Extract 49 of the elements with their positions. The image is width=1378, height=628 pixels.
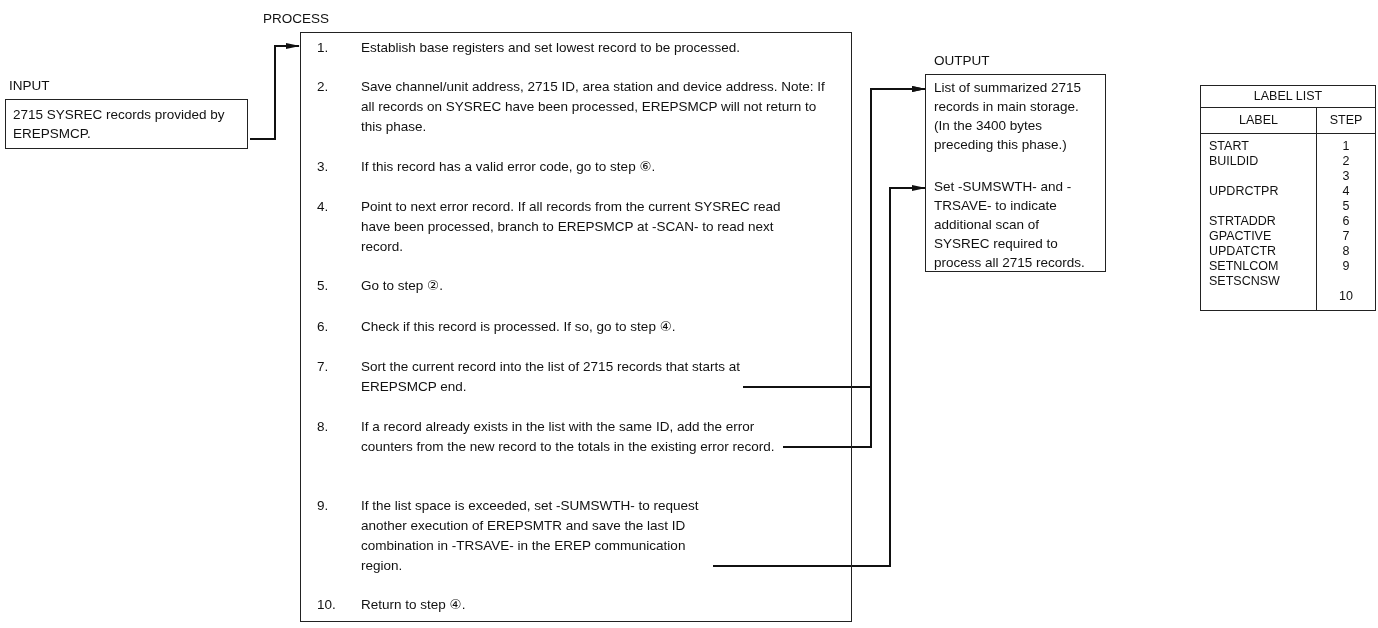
table-cell: 10	[1339, 289, 1353, 304]
column-header: STEP	[1329, 113, 1363, 128]
table-title: LABEL LIST	[1253, 89, 1323, 104]
output-text: List of summarized 2715 records in main storage. (In the 3400 bytes preceding this phase.)	[926, 75, 1105, 157]
step-text: Establish base registers and set lowest record to be processed.	[361, 39, 741, 57]
table-cell: 8	[1342, 244, 1350, 259]
table-cell: GPACTIVE	[1209, 229, 1272, 244]
table-cell: SETSCNSW	[1209, 274, 1280, 289]
step-text: If a record already exists in the list with the same ID, add the error counters from the new record to the totals in the existing error record.	[361, 418, 776, 456]
step-text: If the list space is exceeded, set -SUMSWTH- to request another execution of EREPSMTR and save the last ID combination in -TRSAVE- in the EREP communication region.	[361, 497, 700, 575]
step-number: 1.	[317, 39, 330, 57]
table-cell: UPDATCTR	[1209, 244, 1277, 259]
step-number: 9.	[317, 497, 330, 515]
table-cell: SETNLCOM	[1209, 259, 1279, 274]
box-heading: OUTPUT	[934, 53, 990, 68]
step-number: 7.	[317, 358, 330, 376]
arrow	[712, 185, 926, 567]
step-number: 10.	[317, 596, 337, 614]
step-text: Point to next error record. If all records from the current SYSREC read have been processed, branch to EREPSMCP at -SCAN- to read next record.	[361, 198, 782, 256]
step-text: If this record has a valid error code, go to step ⑥.	[361, 158, 657, 176]
step-number: 2.	[317, 78, 330, 96]
column-header: LABEL	[1239, 113, 1278, 128]
step-number: 4.	[317, 198, 330, 216]
step-text: Save channel/unit address, 2715 ID, area station and device address. Note: If all records on SYSREC have been processed, EREPSMCP will not return to this phase.	[361, 78, 826, 136]
box-text: 2715 SYSREC records provided by EREPSMCP.	[12, 106, 226, 143]
table-cell: BUILDID	[1209, 154, 1259, 169]
step-text: Sort the current record into the list of 2715 records that starts at EREPSMCP end.	[361, 358, 741, 396]
output-text: Set -SUMSWTH- and -TRSAVE- to indicate additional scan of SYSREC required to process all 2715 records.	[926, 174, 1105, 275]
table-cell: 7	[1342, 229, 1350, 244]
table-cell: 5	[1342, 199, 1350, 214]
step-number: 5.	[317, 277, 330, 295]
table-cell: UPDRCTPR	[1209, 184, 1279, 199]
step-number: 6.	[317, 318, 330, 336]
arrow	[249, 43, 300, 140]
table-cell: 4	[1342, 184, 1350, 199]
step-text: Check if this record is processed. If so, go to step ④.	[361, 318, 677, 336]
table-cell: 9	[1342, 259, 1350, 274]
step-number: 8.	[317, 418, 330, 436]
table-cell: STRTADDR	[1209, 214, 1276, 229]
table-cell: 6	[1342, 214, 1350, 229]
step-text: Return to step ④.	[361, 596, 467, 614]
table-cell: 3	[1342, 169, 1350, 184]
table-cell: 2	[1342, 154, 1350, 169]
box-heading: INPUT	[9, 78, 50, 93]
table-cell: START	[1209, 139, 1249, 154]
box-heading: PROCESS	[263, 11, 330, 26]
step-number: 3.	[317, 158, 330, 176]
step-text: Go to step ②.	[361, 277, 444, 295]
table-cell: 1	[1342, 139, 1350, 154]
